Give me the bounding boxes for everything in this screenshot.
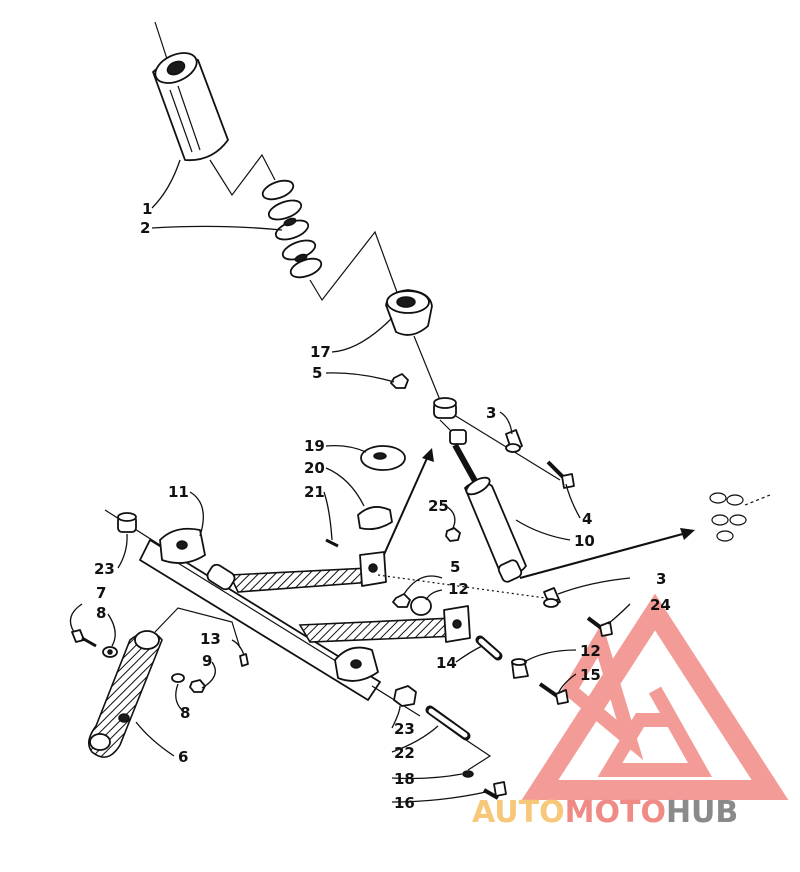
rod-22 bbox=[425, 705, 471, 741]
callout-10: 10 bbox=[574, 532, 595, 550]
arrow-to-drive bbox=[519, 528, 695, 580]
assembly-line-2 bbox=[309, 230, 399, 302]
bolt-16 bbox=[483, 781, 507, 800]
callout-17: 17 bbox=[310, 343, 331, 361]
bolt-15 bbox=[538, 682, 569, 705]
spacer-14 bbox=[475, 635, 503, 661]
logo-triangle-outer bbox=[521, 593, 789, 800]
watermark-logo bbox=[521, 593, 789, 800]
watermark-text: AUTOMOTOHUB bbox=[472, 795, 738, 830]
bushing-3-lower bbox=[543, 587, 561, 608]
callout-22: 22 bbox=[394, 744, 415, 762]
a-arm bbox=[139, 527, 471, 701]
nut-25 bbox=[445, 527, 461, 542]
callout-3-lower: 3 bbox=[656, 570, 666, 588]
callout-14: 14 bbox=[436, 654, 457, 672]
callout-20: 20 bbox=[304, 459, 325, 477]
callout-25: 25 bbox=[428, 497, 449, 515]
callout-23-left: 23 bbox=[94, 560, 115, 578]
callout-5-mid: 5 bbox=[450, 558, 460, 576]
spring-cup bbox=[385, 289, 433, 336]
chain-reference bbox=[709, 492, 771, 542]
shock-eye-bushing bbox=[433, 397, 457, 419]
screw-21 bbox=[325, 538, 339, 548]
callout-6: 6 bbox=[178, 748, 188, 766]
arrow-up bbox=[377, 448, 434, 569]
clamp-20 bbox=[357, 506, 393, 531]
bolt-4 bbox=[546, 460, 575, 489]
nut-9 bbox=[189, 679, 206, 693]
callout-7: 7 bbox=[96, 584, 106, 602]
callout-2: 2 bbox=[140, 219, 150, 237]
nut-top bbox=[390, 373, 409, 389]
bolt-7 bbox=[71, 629, 97, 648]
watermark-text-moto: MOTO bbox=[565, 795, 666, 830]
callout-8-left: 8 bbox=[96, 604, 106, 622]
callout-11: 11 bbox=[168, 483, 189, 501]
callout-21: 21 bbox=[304, 483, 325, 501]
assembly-line-3 bbox=[465, 739, 492, 771]
spring bbox=[261, 179, 323, 279]
bushing-12-upper bbox=[392, 593, 432, 616]
callout-8-right: 8 bbox=[180, 704, 190, 722]
callout-23-right: 23 bbox=[394, 720, 415, 738]
logo-g-stroke bbox=[597, 686, 712, 777]
callout-19: 19 bbox=[304, 437, 325, 455]
washer-8-left bbox=[102, 646, 118, 658]
callout-18: 18 bbox=[394, 770, 415, 788]
callout-3-top: 3 bbox=[486, 404, 496, 422]
callout-4: 4 bbox=[582, 510, 592, 528]
shock-boot bbox=[152, 21, 229, 162]
callout-9: 9 bbox=[202, 652, 212, 670]
bushing-23-right bbox=[393, 685, 417, 707]
callout-13: 13 bbox=[200, 630, 221, 648]
watermark-text-auto: AUTO bbox=[472, 795, 565, 830]
callout-24: 24 bbox=[650, 596, 671, 614]
assembly-line-1 bbox=[209, 153, 276, 197]
bushing-3-top bbox=[505, 429, 523, 453]
callout-15: 15 bbox=[580, 666, 601, 684]
callout-12-lower: 12 bbox=[580, 642, 601, 660]
callout-1: 1 bbox=[142, 200, 152, 218]
callout-16: 16 bbox=[394, 794, 415, 812]
bolt-24 bbox=[586, 616, 613, 637]
grease-fitting-13 bbox=[239, 653, 249, 667]
logo-triangle-inner bbox=[560, 622, 644, 761]
bushing-12-lower bbox=[511, 658, 529, 679]
shock-absorber bbox=[439, 419, 527, 583]
washer-18 bbox=[462, 770, 474, 778]
lever-arm bbox=[88, 630, 163, 758]
washer-8-right bbox=[171, 673, 185, 683]
watermark-text-hub: HUB bbox=[666, 795, 738, 830]
callout-12-upper: 12 bbox=[448, 580, 469, 598]
bumper-19 bbox=[360, 445, 406, 471]
assembly-line-4 bbox=[154, 607, 241, 649]
bushing-23-left bbox=[117, 512, 137, 533]
callout-5-top: 5 bbox=[312, 364, 322, 382]
